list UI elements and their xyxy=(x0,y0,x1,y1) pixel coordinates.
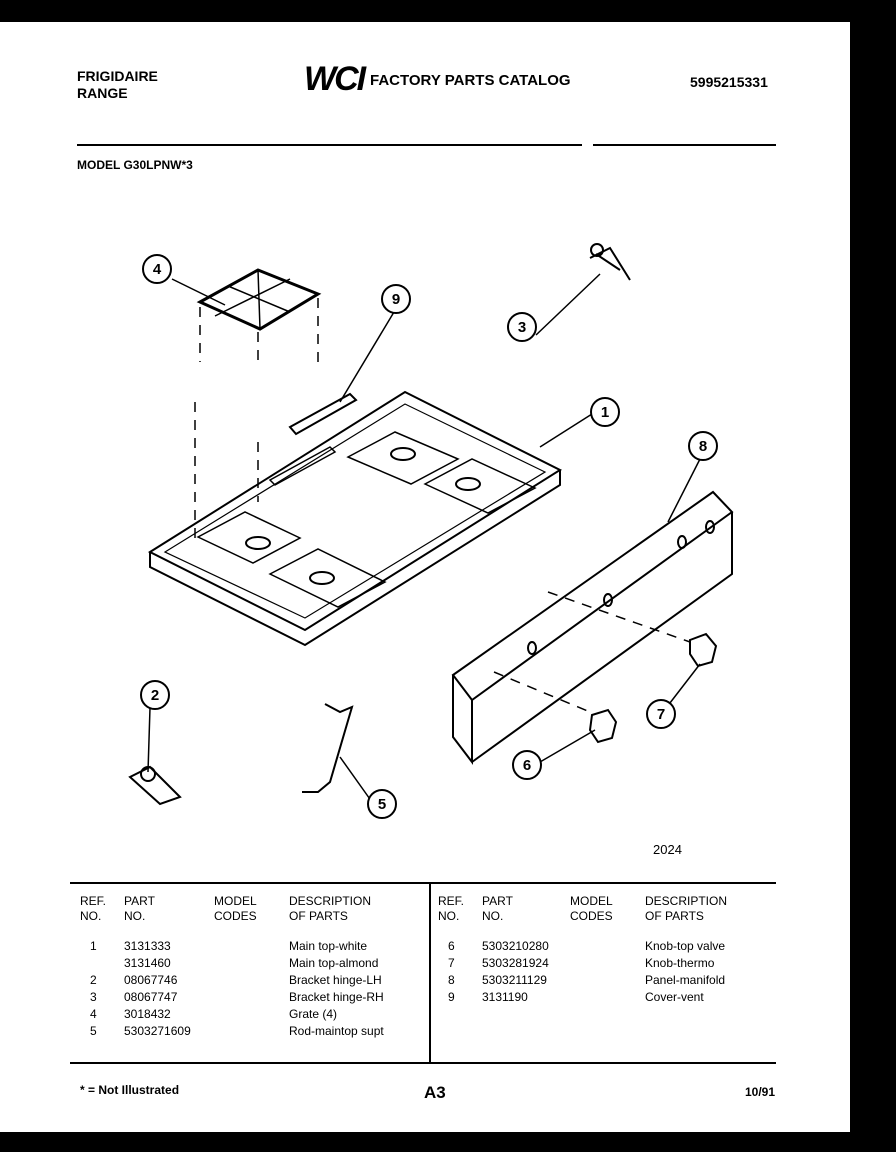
header-ref: REF.NO. xyxy=(438,894,465,923)
main-top-edge xyxy=(149,470,561,647)
diagram-linework xyxy=(128,243,734,806)
brand-line-1: FRIGIDAIRE xyxy=(77,68,158,84)
parts-catalog-page: FRIGIDAIRE RANGE WCI FACTORY PARTS CATAL… xyxy=(0,22,850,1132)
header-rule-left xyxy=(77,144,582,146)
callout-6: 6 xyxy=(512,750,542,780)
table-divider xyxy=(429,884,431,1064)
footnote: * = Not Illustrated xyxy=(80,1083,180,1097)
svg-text:3: 3 xyxy=(518,319,526,336)
table-bottom-rule xyxy=(70,1062,776,1064)
callout-4: 4 xyxy=(142,254,172,284)
svg-text:2: 2 xyxy=(151,687,159,704)
svg-text:8: 8 xyxy=(699,438,707,455)
page-number: A3 xyxy=(424,1083,446,1102)
main-top-outline xyxy=(147,390,563,632)
svg-text:9: 9 xyxy=(392,291,400,308)
brand-name: FRIGIDAIRE RANGE xyxy=(77,68,158,102)
callout-1: 1 xyxy=(590,397,620,427)
table-top-rule xyxy=(70,882,776,884)
wci-logo: WCI xyxy=(304,60,366,98)
callout-2: 2 xyxy=(140,680,170,710)
svg-text:6: 6 xyxy=(523,757,531,774)
callout-8: 8 xyxy=(688,431,718,461)
publication-number: 5995215331 xyxy=(690,74,768,90)
callout-9: 9 xyxy=(381,284,411,314)
callout-3: 3 xyxy=(507,312,537,342)
figure-number: 2024 xyxy=(653,842,682,857)
callout-group: 4 9 3 1 8 2 5 6 7 xyxy=(140,254,718,819)
catalog-title: FACTORY PARTS CATALOG xyxy=(370,72,571,89)
svg-text:5: 5 xyxy=(378,796,386,813)
svg-text:4: 4 xyxy=(153,261,162,278)
brand-line-2: RANGE xyxy=(77,85,128,101)
svg-text:7: 7 xyxy=(657,706,665,723)
header-ref: REF.NO. xyxy=(80,894,107,923)
revision-date: 10/91 xyxy=(745,1085,776,1099)
exploded-parts-diagram: 4 9 3 1 8 2 5 6 7 xyxy=(128,243,734,819)
header-rule-right xyxy=(593,144,776,146)
callout-5: 5 xyxy=(367,789,397,819)
svg-text:1: 1 xyxy=(601,404,609,421)
model-number: MODEL G30LPNW*3 xyxy=(77,158,193,172)
callout-7: 7 xyxy=(646,699,676,729)
